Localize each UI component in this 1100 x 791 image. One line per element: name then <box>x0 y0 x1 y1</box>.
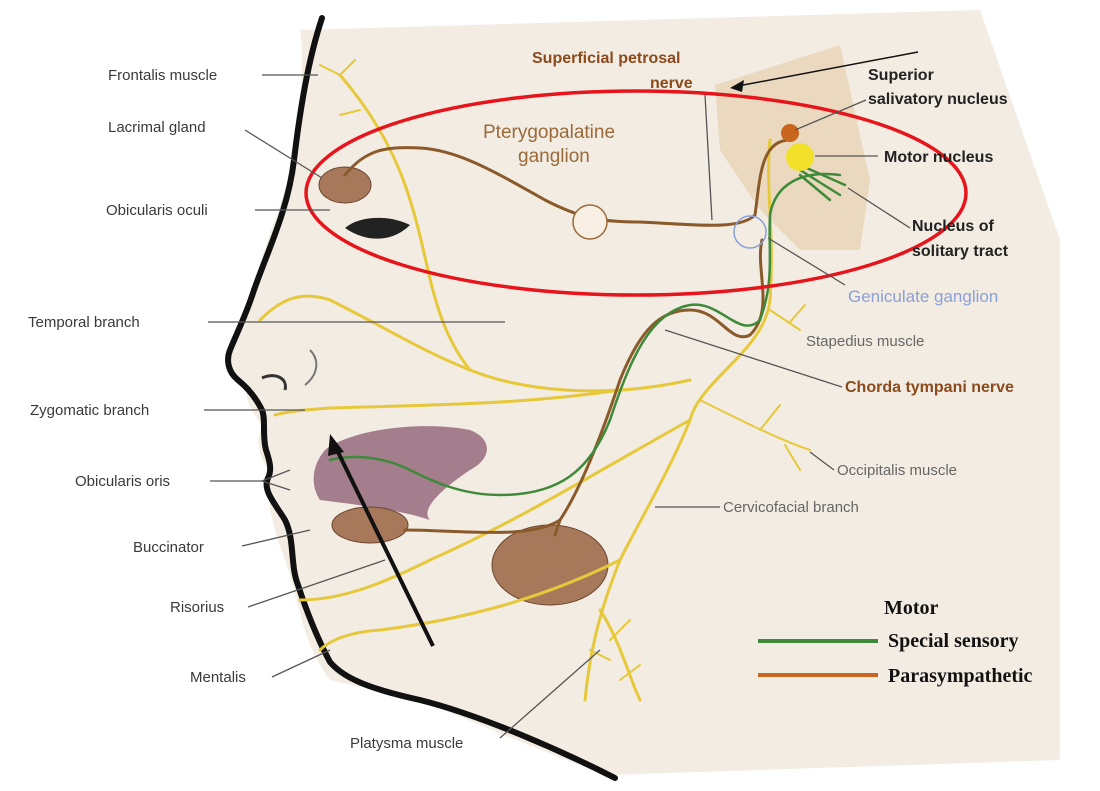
geniculate-leader <box>767 237 846 286</box>
pterygopalatine-ganglion-circle <box>572 204 608 240</box>
risorius-label: Risorius <box>170 599 224 616</box>
buccinator-leader <box>241 529 311 547</box>
stapedius-label: Stapedius muscle <box>806 333 924 350</box>
chorda-leader <box>664 329 843 388</box>
face-profile-outline <box>225 15 618 781</box>
risorius-leader <box>247 559 386 608</box>
legend-parasympathetic-label: Parasympathetic <box>888 665 1033 687</box>
buccal-nerve-branch <box>298 418 692 602</box>
temporal-nerve-branch <box>258 294 692 393</box>
nostril <box>261 374 287 391</box>
mentalis-label: Mentalis <box>190 669 246 686</box>
chorda-tympani-label: Chorda tympani nerve <box>845 379 1014 396</box>
platysma-leader <box>499 649 601 739</box>
superior-salivatory-label-line1: Superior <box>868 67 934 84</box>
petrosal-arrow-head <box>730 80 744 92</box>
geniculate-ganglion-circle <box>733 215 767 249</box>
geniculate-label: Geniculate ganglion <box>848 287 998 306</box>
platysma-label: Platysma muscle <box>350 735 463 752</box>
upper-facial-branch <box>338 73 472 372</box>
obicularis-oris-label: Obicularis oris <box>75 473 170 490</box>
legend-motor-label: Motor <box>884 597 939 619</box>
mentalis-leader <box>271 649 331 678</box>
cervicofacial-label: Cervicofacial branch <box>723 499 859 516</box>
oris-leader <box>210 469 291 491</box>
superior-salivatory-leader <box>794 99 867 131</box>
cervical-nerve-branch <box>598 608 642 702</box>
motor-nucleus-label: Motor nucleus <box>884 149 993 166</box>
obicularis-oculi-label: Obicularis oculi <box>106 202 208 219</box>
superior-salivatory-nucleus-dot <box>781 124 799 142</box>
occipitalis-label: Occipitalis muscle <box>837 462 957 479</box>
highlight-ellipse <box>304 89 968 297</box>
petrosal-arrow-shaft <box>737 51 919 87</box>
ear-inner <box>304 349 318 386</box>
special-sensory-pathway <box>328 172 842 497</box>
eye <box>345 217 410 239</box>
stapedius-nerve-branch <box>769 304 806 331</box>
tongue <box>313 426 487 520</box>
legend: Motor Special sensory Parasympathetic <box>758 597 1033 687</box>
lacrimal-leader <box>244 129 323 179</box>
legend-special-sensory-label: Special sensory <box>888 630 1019 652</box>
frontal-nerve-twigs <box>319 59 381 161</box>
tongue-arrow-head <box>328 434 344 456</box>
tongue-arrow-shaft <box>334 447 435 647</box>
zygomatic-label: Zygomatic branch <box>30 402 149 419</box>
zygomatic-nerve-branch <box>273 388 622 417</box>
superficial-petrosal-label-line2: nerve <box>650 75 693 92</box>
pterygopalatine-label-line2: ganglion <box>518 146 590 167</box>
superior-salivatory-label-line2: salivatory nucleus <box>868 91 1008 108</box>
solitary-leader <box>847 187 911 229</box>
frontalis-label: Frontalis muscle <box>108 67 217 84</box>
pterygopalatine-label-line1: Pterygopalatine <box>483 122 615 143</box>
submandibular-gland-shape <box>491 524 609 606</box>
occipital-nerve-branch <box>699 399 811 471</box>
nucleus-solitary-label-line1: Nucleus of <box>912 218 994 235</box>
sublingual-gland-shape <box>331 506 409 544</box>
occipitalis-leader <box>809 451 835 471</box>
platysma-nerve-twigs <box>589 619 641 681</box>
lacrimal-label: Lacrimal gland <box>108 119 206 136</box>
superficial-petrosal-label-line1: Superficial petrosal <box>532 50 681 67</box>
buccinator-label: Buccinator <box>133 539 204 556</box>
motor-nucleus-dot <box>786 143 814 171</box>
submandibular-duct-path <box>553 518 562 537</box>
lacrimal-gland-shape <box>318 166 372 204</box>
mandibular-nerve-branch <box>318 558 622 652</box>
nucleus-solitary-label-line2: solitary tract <box>912 243 1009 260</box>
temporal-label: Temporal branch <box>28 314 140 331</box>
petrosal-leader <box>704 94 713 221</box>
chorda-pathway <box>403 238 765 534</box>
